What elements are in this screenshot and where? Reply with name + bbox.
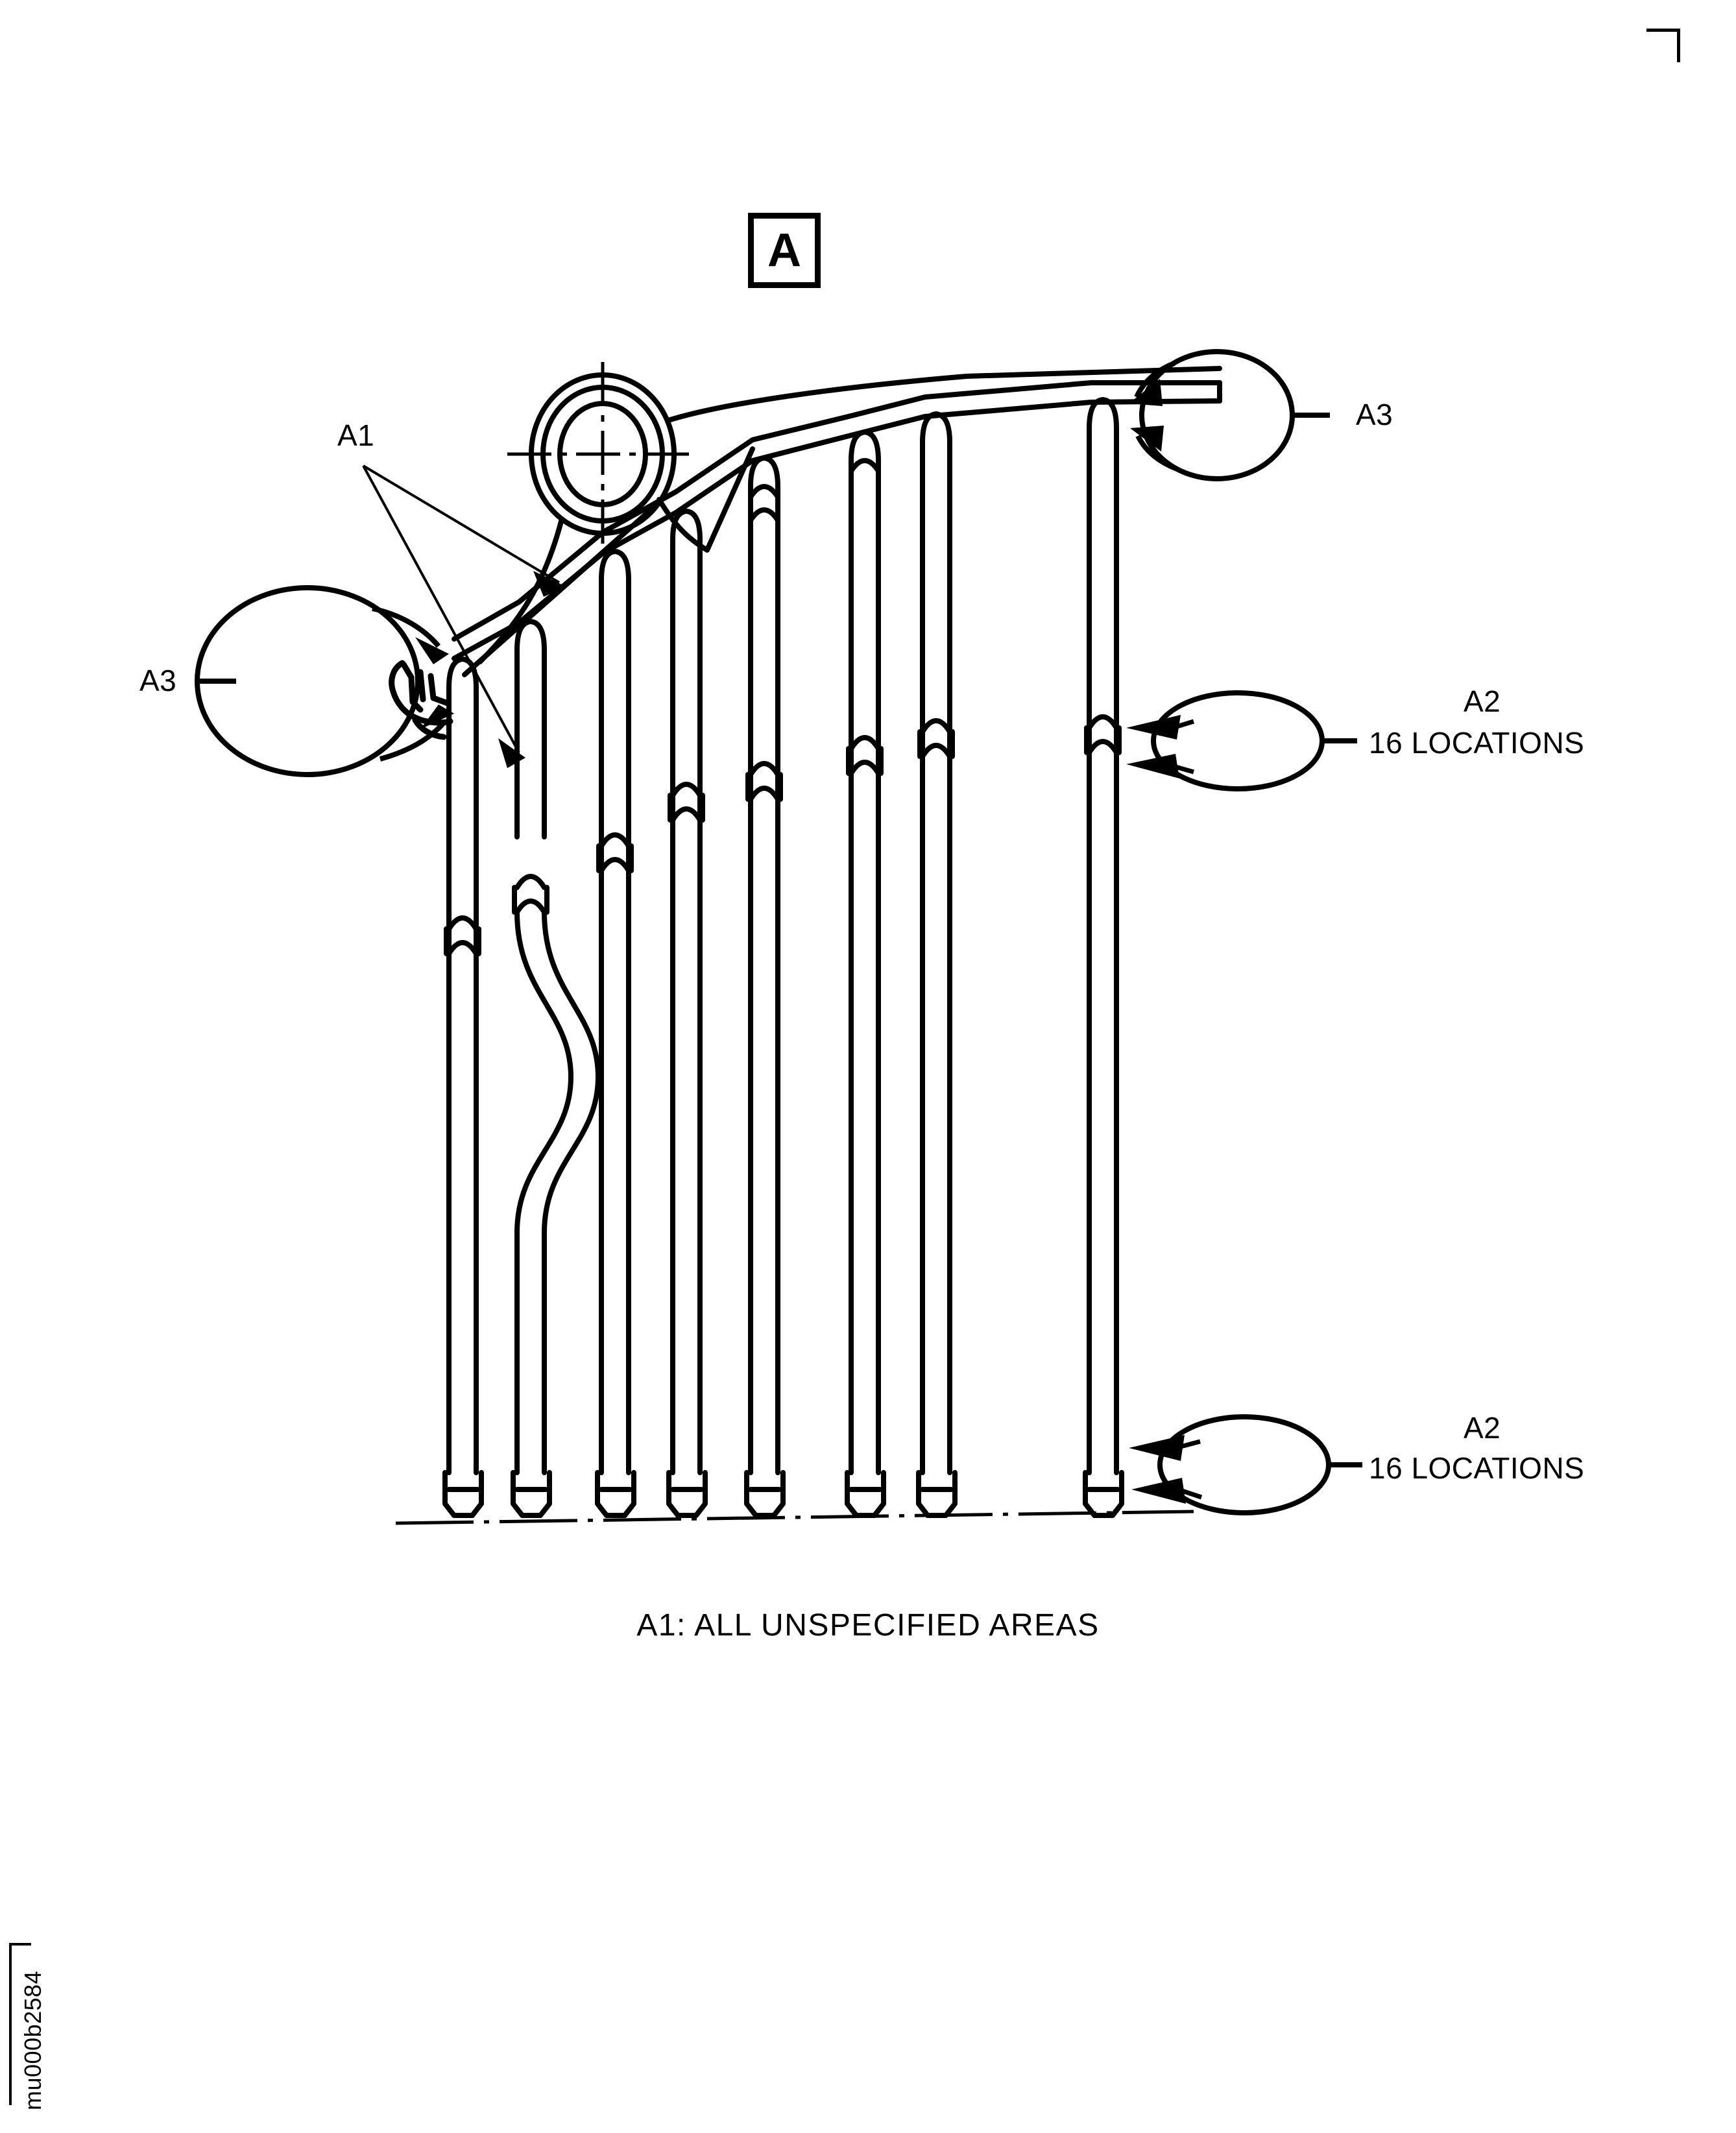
callout-label-a2-upper-code: A2 (1464, 684, 1501, 718)
callout-a1-arrowheads (498, 571, 566, 768)
detail-view-letter: A (767, 224, 801, 276)
datum-centerline (395, 1510, 1194, 1525)
detail-view-label: A (748, 213, 821, 288)
callout-a3-left-arrowheads (415, 637, 454, 729)
callout-a2-upper-arrow-tails (1175, 719, 1195, 775)
callout-a3-left-balloon (195, 585, 420, 777)
callout-a2-lower-arrowheads (1129, 1435, 1186, 1504)
bracket-web (462, 366, 1222, 677)
callout-a3-right-arrowheads (1129, 379, 1164, 452)
callout-label-a1: A1 (337, 418, 375, 452)
drawing-id-bracket (9, 1943, 31, 2105)
tube-1 (442, 657, 484, 1518)
tube-2-offset-bend (511, 619, 601, 1518)
callout-a1-leaders (362, 464, 561, 753)
callout-a2-lower-balloon (1157, 1414, 1362, 1515)
callout-a3-left-arrows (372, 606, 448, 762)
callout-a3-right-arrows (1134, 361, 1177, 471)
callout-label-a3-right: A3 (1356, 398, 1393, 431)
callout-a2-upper-balloon (1151, 690, 1357, 791)
callout-label-a3-left: A3 (139, 664, 177, 697)
hub-centerlines (507, 362, 698, 549)
tube-3 (595, 549, 636, 1518)
callout-label-a2-lower-count: 16 LOCATIONS (1369, 1451, 1585, 1485)
drawing-id-block: mu000b2584 (9, 1943, 48, 2110)
callout-label-a2-upper-count: 16 LOCATIONS (1369, 726, 1585, 760)
registration-corner-mark (1646, 29, 1680, 62)
callout-a2-upper-arrowheads (1126, 715, 1181, 778)
callout-label-a2-lower-code: A2 (1464, 1411, 1501, 1445)
drawing-id-text: mu000b2584 (19, 1970, 46, 2110)
callout-a2-lower-arrow-tails (1180, 1439, 1203, 1500)
figure-caption: A1: ALL UNSPECIFIED AREAS (636, 1608, 1100, 1643)
callout-a3-right-balloon (1139, 349, 1330, 481)
